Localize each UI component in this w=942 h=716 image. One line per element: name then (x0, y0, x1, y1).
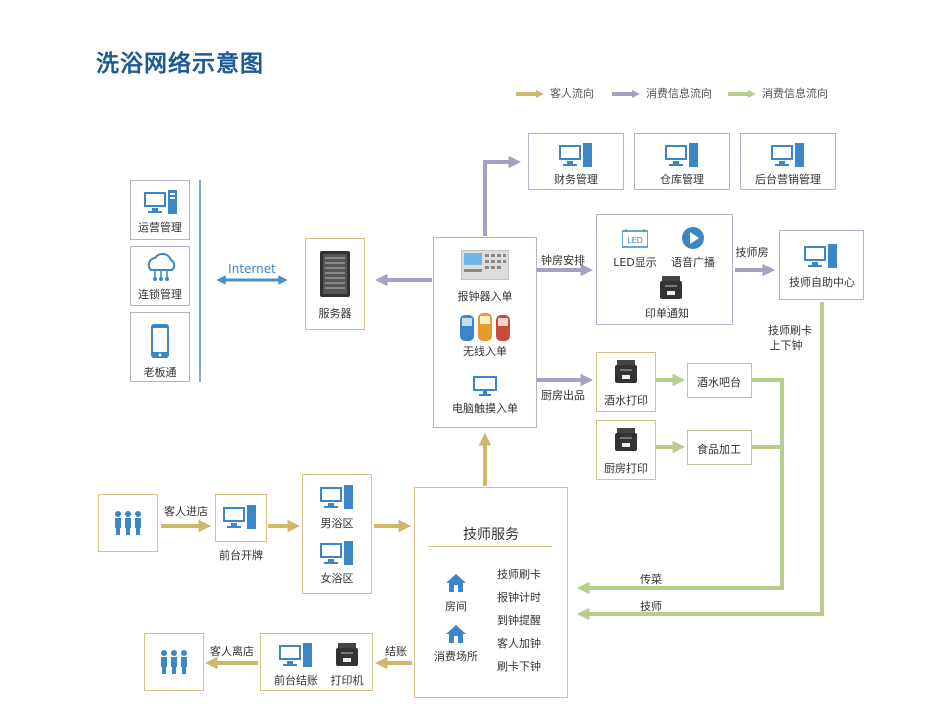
server-rack-icon (320, 251, 350, 297)
kitchen-out-label: 厨房出品 (541, 389, 585, 402)
tech-service-box (414, 487, 568, 698)
tech-service-divider (428, 546, 552, 547)
tech-label: 技师 (640, 600, 662, 613)
warehouse-box (634, 133, 730, 190)
printer-icon (660, 276, 682, 299)
finance-box (528, 133, 624, 190)
front-checkout-label: 前台结账 (274, 674, 318, 687)
computer-icon (144, 190, 177, 214)
clock-room-label: 钟房安排 (541, 254, 585, 267)
service-item: 技师刷卡 (497, 568, 541, 581)
computer-icon (771, 143, 804, 167)
legend-label: 消费信息流向 (646, 87, 712, 100)
service-item: 到钟提醒 (497, 614, 541, 627)
legend-label: 客人流向 (550, 87, 594, 100)
home-icon (446, 574, 466, 592)
legend-label: 消费信息流向 (762, 87, 828, 100)
tech-room-label: 技师房 (735, 246, 769, 259)
arrow-tech (576, 302, 824, 621)
printer-label: 打印机 (330, 674, 364, 687)
service-item: 刷卡下钟 (497, 660, 541, 673)
voice-label: 语音广播 (671, 256, 715, 269)
computer-icon (223, 505, 256, 529)
computer-icon (665, 143, 698, 167)
marketing-label: 后台营销管理 (755, 173, 821, 186)
play-icon (682, 227, 704, 249)
bar-label: 酒水吧台 (697, 376, 741, 389)
home-icon (446, 625, 466, 643)
food-label: 食品加工 (697, 443, 741, 456)
computer-icon (320, 485, 353, 509)
guests-icon (115, 511, 141, 535)
guest-leave-label: 客人离店 (210, 645, 254, 658)
led-label: LED显示 (613, 256, 657, 269)
computer-icon (804, 244, 837, 268)
tech-card-label-2: 上下钟 (769, 339, 803, 352)
cloud-network-icon (147, 253, 176, 281)
computer-icon (320, 541, 353, 565)
male-label: 男浴区 (320, 517, 354, 530)
kitchen-print-label: 厨房打印 (604, 462, 648, 475)
tech-service-title: 技师服务 (463, 527, 519, 543)
touch-label: 电脑触摸入单 (452, 402, 518, 415)
computer-icon (279, 643, 312, 667)
clock-room-box (596, 214, 733, 325)
server-label: 服务器 (318, 307, 352, 320)
printer-icon (615, 428, 637, 451)
guest-in-label: 客人进店 (164, 505, 208, 518)
bar-box (687, 363, 752, 398)
wireless-handset-icon (460, 313, 510, 341)
warehouse-label: 仓库管理 (660, 173, 704, 186)
serve-dish-label: 传菜 (640, 573, 662, 586)
venue-label: 消费场所 (434, 650, 478, 663)
printer-icon (615, 360, 637, 383)
phone-icon (151, 324, 169, 358)
self-service-label: 技师自助中心 (789, 276, 855, 289)
monitor-icon (473, 376, 497, 396)
print-notice-label: 印单通知 (645, 307, 689, 320)
ops-label: 运营管理 (138, 221, 182, 234)
legend-item-guest: 客人流向 (516, 85, 594, 101)
service-item: 客人加钟 (497, 637, 541, 650)
clock-device-icon (461, 250, 509, 280)
chain-label: 连锁管理 (138, 288, 182, 301)
chain-box (130, 246, 190, 306)
boss-label: 老板通 (143, 366, 177, 379)
wireless-label: 无线入单 (463, 345, 507, 358)
legend-item-info-green: 消费信息流向 (728, 85, 828, 101)
legend-item-info-purple: 消费信息流向 (612, 85, 712, 101)
marketing-box (740, 133, 836, 190)
legend-arrow-icon (516, 90, 544, 98)
female-label: 女浴区 (320, 572, 354, 585)
legend-arrow-icon (728, 90, 756, 98)
guests-icon (161, 650, 187, 674)
printer-icon (336, 643, 358, 666)
arrow-to-finance (483, 155, 522, 236)
clock-device-label: 报钟器入单 (457, 290, 513, 303)
arrow-serve-dish (576, 378, 784, 595)
legend-arrow-icon (612, 90, 640, 98)
ops-box (130, 180, 190, 240)
computer-icon (559, 143, 592, 167)
internet-label: Internet (228, 262, 276, 276)
front-open-label: 前台开牌 (219, 549, 263, 562)
drink-print-label: 酒水打印 (604, 394, 648, 407)
food-box (687, 430, 752, 465)
checkout-label: 结账 (385, 645, 407, 658)
page-title: 洗浴网络示意图 (96, 51, 264, 77)
room-label: 房间 (445, 600, 467, 613)
tech-card-label: 技师刷卡 (768, 324, 812, 337)
led-tag: LED (627, 236, 643, 245)
service-item: 报钟计时 (497, 591, 541, 604)
led-display-icon: LED (622, 229, 648, 248)
finance-label: 财务管理 (554, 173, 598, 186)
